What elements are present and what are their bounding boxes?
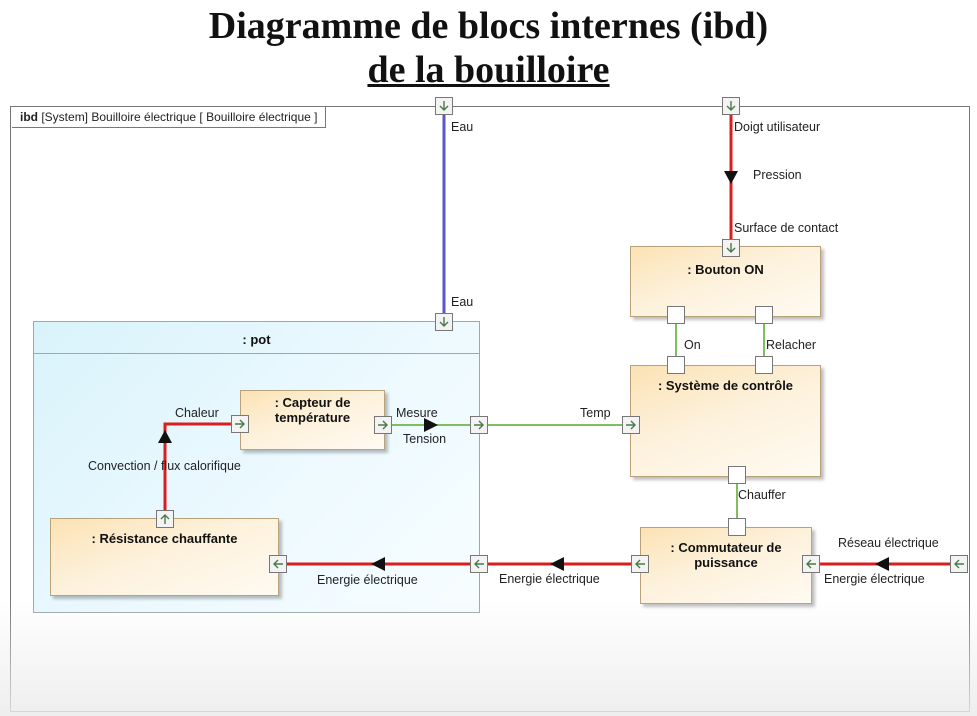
- port-commutateur-energie-in[interactable]: [802, 555, 820, 573]
- pressure-arrow: [724, 171, 738, 184]
- label-mesure: Mesure: [396, 406, 438, 420]
- port-bouton-relacher[interactable]: [755, 306, 773, 324]
- label-eau-top: Eau: [451, 120, 474, 134]
- port-controle-on[interactable]: [667, 356, 685, 374]
- port-controle-chauffer[interactable]: [728, 466, 746, 484]
- bouton-on-block[interactable]: : Bouton ON: [630, 246, 821, 317]
- arrow-right-icon: [378, 420, 388, 430]
- port-pot-mesure[interactable]: [470, 416, 488, 434]
- diagram-subtitle: de la bouilloire: [367, 49, 610, 91]
- heat-connector: [163, 422, 232, 511]
- port-resistance-chaleur[interactable]: [156, 510, 174, 528]
- label-chaleur: Chaleur: [175, 406, 219, 420]
- frame-tab: ibd [System] Bouilloire électrique [ Bou…: [12, 107, 327, 128]
- label-reseau: Réseau électrique: [838, 536, 939, 550]
- arrow-up-icon: [160, 514, 170, 524]
- resistance-chauffante-block[interactable]: : Résistance chauffante: [50, 518, 279, 596]
- arrow-right-icon: [626, 420, 636, 430]
- port-capteur-chaleur[interactable]: [231, 415, 249, 433]
- port-commutateur-energie-out[interactable]: [631, 555, 649, 573]
- port-bouton-surface[interactable]: [722, 239, 740, 257]
- systeme-controle-block[interactable]: : Système de contrôle: [630, 365, 821, 477]
- pot-block-title: : pot: [34, 322, 479, 354]
- arrow-down-icon: [726, 243, 736, 253]
- label-chauffer: Chauffer: [738, 488, 786, 502]
- frame-kind: ibd: [20, 110, 38, 124]
- label-energie-pot: Energie électrique: [317, 573, 418, 587]
- port-bouton-on[interactable]: [667, 306, 685, 324]
- port-resistance-energie[interactable]: [269, 555, 287, 573]
- port-eau-in[interactable]: [435, 97, 453, 115]
- label-tension: Tension: [403, 432, 447, 446]
- arrow-down-icon: [726, 101, 736, 111]
- frame-label: [System] Bouilloire électrique [ Bouillo…: [41, 110, 318, 124]
- arrow-down-icon: [439, 101, 449, 111]
- diagram-title: Diagramme de blocs internes (ibd): [208, 5, 769, 47]
- arrow-left-icon: [954, 559, 964, 569]
- port-pot-energie[interactable]: [470, 555, 488, 573]
- label-energie-commutateur-in: Energie électrique: [824, 572, 925, 586]
- commutateur-puissance-block[interactable]: : Commutateur de puissance: [640, 527, 812, 604]
- arrow-down-icon: [439, 317, 449, 327]
- mesure-arrow: [424, 418, 438, 432]
- capteur-temperature-label: : Capteur de température: [274, 395, 351, 425]
- label-pression: Pression: [753, 168, 802, 182]
- label-doigt: Doigt utilisateur: [734, 120, 821, 134]
- label-energie-commutateur-out: Energie électrique: [499, 572, 600, 586]
- resistance-chauffante-label: : Résistance chauffante: [91, 531, 238, 546]
- port-controle-relacher[interactable]: [755, 356, 773, 374]
- heat-arrow: [158, 430, 172, 443]
- label-on: On: [684, 338, 701, 352]
- capteur-temperature-block[interactable]: : Capteur de température: [240, 390, 385, 450]
- arrow-left-icon: [806, 559, 816, 569]
- energy-arrow-commutator: [550, 557, 564, 571]
- port-commutateur-chauffer[interactable]: [728, 518, 746, 536]
- energy-arrow-pot: [371, 557, 385, 571]
- arrow-left-icon: [273, 559, 283, 569]
- label-surface: Surface de contact: [734, 221, 839, 235]
- port-capteur-mesure[interactable]: [374, 416, 392, 434]
- energy-arrow-grid: [875, 557, 889, 571]
- arrow-right-icon: [235, 419, 245, 429]
- bouton-on-label: : Bouton ON: [687, 262, 764, 277]
- arrow-left-icon: [635, 559, 645, 569]
- arrow-left-icon: [474, 559, 484, 569]
- port-reseau-in[interactable]: [950, 555, 968, 573]
- label-temp: Temp: [580, 406, 611, 420]
- label-eau-pot: Eau: [451, 295, 474, 309]
- systeme-controle-label: : Système de contrôle: [657, 378, 794, 393]
- port-controle-temp[interactable]: [622, 416, 640, 434]
- label-relacher: Relacher: [766, 338, 817, 352]
- arrow-right-icon: [474, 420, 484, 430]
- commutateur-puissance-label: : Commutateur de puissance: [670, 540, 782, 570]
- label-convection: Convection / flux calorifique: [88, 459, 241, 473]
- port-pot-eau[interactable]: [435, 313, 453, 331]
- port-doigt-in[interactable]: [722, 97, 740, 115]
